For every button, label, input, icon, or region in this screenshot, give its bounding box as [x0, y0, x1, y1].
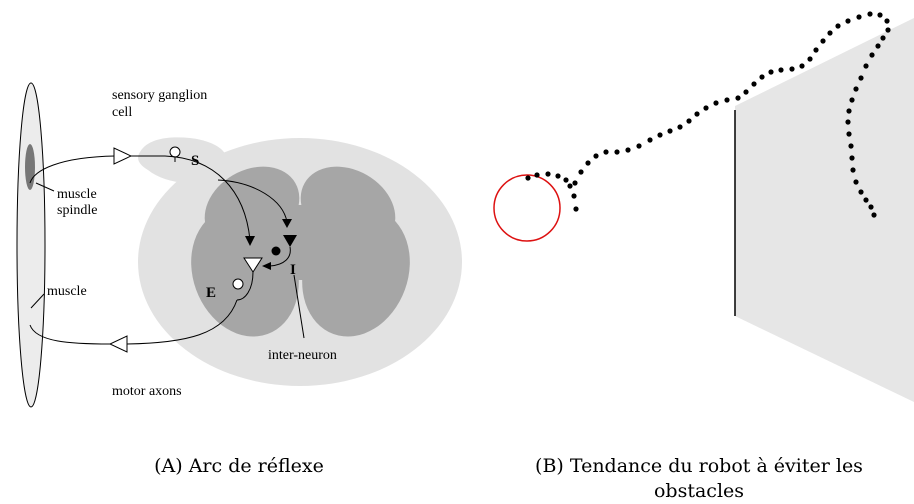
trajectory-dot [853, 86, 859, 92]
trajectory-dot [869, 52, 875, 58]
trajectory-dot [759, 74, 765, 80]
interneuron-terminal [283, 235, 297, 247]
trajectory-dot [827, 30, 833, 36]
gray-matter [191, 166, 410, 337]
sensory-ganglion [138, 137, 227, 184]
trajectory-dot [835, 23, 841, 29]
trajectory-dot [863, 197, 869, 203]
label-sensory: sensory ganglion [112, 88, 207, 103]
trajectory-dot [593, 153, 599, 159]
trajectory-dot [625, 147, 631, 153]
trajectory-dot [875, 43, 881, 49]
trajectory-dot [789, 66, 795, 72]
label-s: S [191, 153, 199, 169]
trajectory-dot [880, 35, 886, 41]
trajectory-dot [871, 212, 877, 218]
trajectory-dot [614, 149, 620, 155]
label-i: I [290, 262, 296, 278]
label-muscle-spindle: muscle [57, 187, 97, 202]
trajectory-dot [846, 131, 852, 137]
trajectory-dot [858, 189, 864, 195]
trajectory-dot [571, 193, 577, 199]
motor-axon [126, 299, 238, 345]
interneuron-body [271, 246, 281, 256]
trajectory-dot [686, 118, 692, 124]
trajectory-dot [573, 206, 579, 212]
trajectory-dot [850, 167, 856, 173]
trajectory-dot [849, 155, 855, 161]
trajectory-dot [545, 171, 551, 177]
label-sensory-cell: cell [112, 105, 132, 120]
trajectory-dot [572, 180, 578, 186]
caption-b-line2: obstacles [654, 480, 744, 502]
caption-b-line1: (B) Tendance du robot à éviter les [535, 455, 863, 477]
trajectory-dot [657, 132, 663, 138]
label-e: E [206, 285, 216, 301]
trajectory-dot [853, 179, 859, 185]
trajectory-dot [863, 63, 869, 69]
trajectory-dot [778, 67, 784, 73]
motor-neuron-body [232, 278, 244, 290]
trajectory-dot [563, 177, 569, 183]
trajectory-dot [713, 100, 719, 106]
panel-a-reflex-arc: sensory ganglion cell S muscle spindle m… [16, 82, 462, 477]
trajectory-dot [885, 27, 891, 33]
trajectory-dot [667, 128, 673, 134]
trajectory-dot [813, 47, 819, 53]
trajectory-dot [820, 38, 826, 44]
trajectory-dot [856, 14, 862, 20]
trajectory-dot [603, 149, 609, 155]
trajectory-dot [525, 175, 531, 181]
trajectory-dot [703, 105, 709, 111]
trajectory-dot [724, 97, 730, 103]
caption-a: (A) Arc de réflexe [154, 455, 324, 477]
trajectory-dot [799, 63, 805, 69]
trajectory-dot [845, 119, 851, 125]
trajectory-dot [578, 169, 584, 175]
trajectory-dot [868, 204, 874, 210]
panel-b-robot: (B) Tendance du robot à éviter les obsta… [493, 11, 914, 502]
label-muscle: muscle [47, 284, 87, 299]
central-process-to-interneuron [217, 179, 288, 223]
label-spindle: spindle [57, 203, 97, 218]
trajectory-dot [735, 95, 741, 101]
trajectory-dot [694, 111, 700, 117]
trajectory-dot [585, 160, 591, 166]
trajectory-dot [768, 69, 774, 75]
muscle-spindle [25, 144, 35, 190]
trajectory-dot [877, 12, 883, 18]
trajectory-dot [848, 143, 854, 149]
trajectory-dot [867, 11, 873, 17]
interneuron-pointer [293, 274, 305, 339]
trajectory-dot [636, 143, 642, 149]
robot [493, 174, 561, 242]
obstacle [735, 18, 914, 402]
trajectory-dot [567, 183, 573, 189]
ganglion-cell-body [169, 146, 181, 158]
motor-terminal [108, 335, 128, 353]
muscle [16, 82, 46, 408]
trajectory-dot [534, 172, 540, 178]
trajectory-dot [846, 108, 852, 114]
trajectory-dot [884, 18, 890, 24]
trajectory-dot [751, 81, 757, 87]
trajectory-dot [743, 89, 749, 95]
trajectory-dot [858, 75, 864, 81]
trajectory-dot [845, 18, 851, 24]
trajectory-dot [849, 97, 855, 103]
motor-neuron [243, 257, 263, 273]
sensory-fiber [29, 155, 116, 184]
trajectory-dot [677, 124, 683, 130]
label-motor-axons: motor axons [112, 384, 182, 399]
label-inter-neuron: inter-neuron [268, 348, 337, 363]
trajectory-dot [647, 137, 653, 143]
trajectory-dot [555, 173, 561, 179]
trajectory [525, 11, 891, 218]
sensory-terminal [113, 147, 133, 165]
trajectory-dot [807, 56, 813, 62]
